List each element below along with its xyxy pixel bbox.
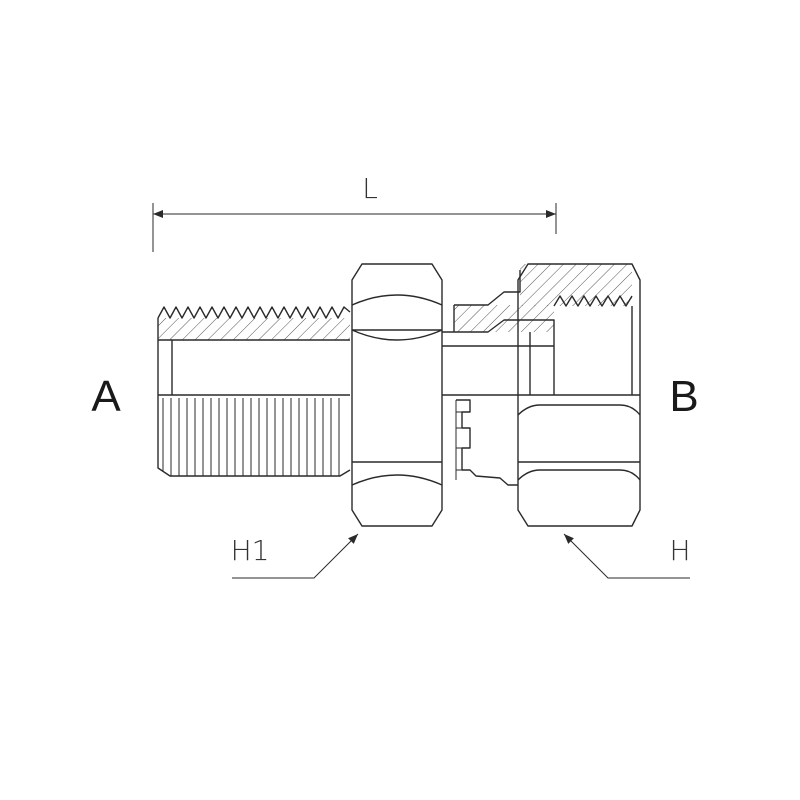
nut-section-hatch	[520, 264, 632, 306]
nut-thread-teeth	[553, 295, 633, 307]
leader-h1: H1	[231, 533, 359, 579]
nut-outline	[517, 263, 641, 527]
swivel-body	[442, 270, 555, 486]
male-body-outline-upper	[157, 318, 350, 395]
end-label-b: B	[669, 372, 698, 421]
male-thread-end	[157, 306, 351, 477]
hex-h1-flats	[351, 294, 443, 486]
end-label-a: A	[91, 372, 121, 421]
male-thread-lines-lower	[162, 398, 340, 476]
leader-h: H	[563, 533, 691, 579]
neck-lower-outline	[442, 394, 518, 486]
hex-h1-outline	[351, 263, 443, 527]
male-thread-section	[158, 318, 350, 340]
male-body-outline-lower	[157, 394, 351, 477]
male-thread-teeth-upper	[157, 306, 351, 319]
leader-h-line	[563, 533, 690, 579]
hex-label-h: H	[669, 534, 690, 567]
dimension-label-l: L	[362, 172, 378, 205]
hex-h-swivel-nut	[517, 263, 641, 527]
neck-outline	[442, 270, 555, 395]
hex-label-h1: H1	[231, 534, 270, 567]
neck-section-hatch	[454, 305, 554, 332]
neck-lower-detail	[455, 400, 462, 480]
leader-h1-line	[232, 533, 359, 579]
nut-flats	[517, 306, 641, 481]
length-dimension: L	[152, 172, 557, 252]
hex-h1	[351, 263, 443, 527]
